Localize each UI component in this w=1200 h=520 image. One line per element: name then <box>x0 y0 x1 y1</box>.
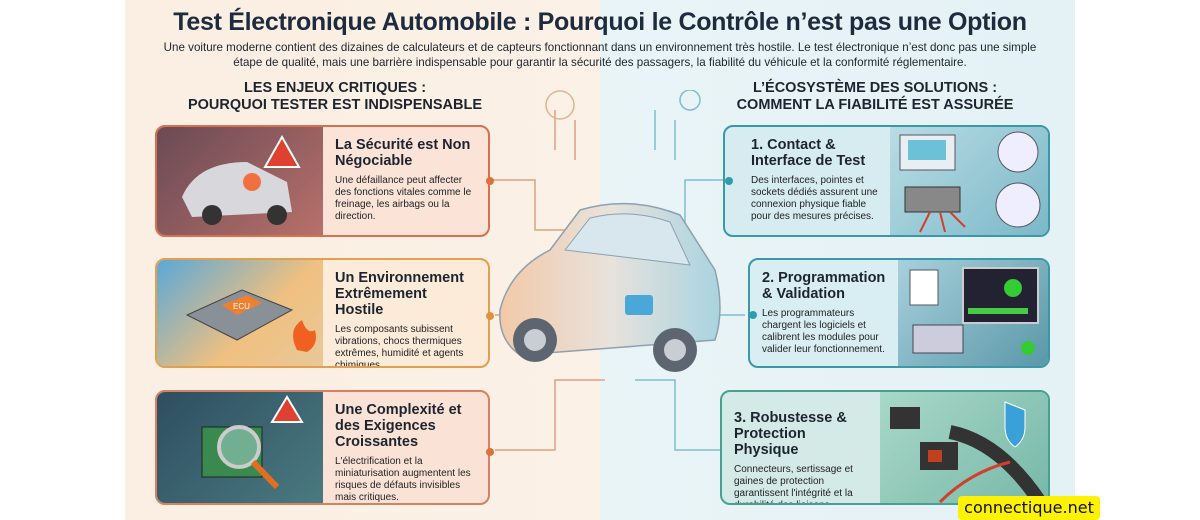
right-heading-line1: L’ÉCOSYSTÈME DES SOLUTIONS : <box>752 80 998 96</box>
card-title: 3. Robustesse & Protection Physique <box>734 410 847 458</box>
car-illustration <box>499 202 721 372</box>
car-warning-icon <box>157 127 323 235</box>
check-icon <box>679 90 701 111</box>
test-interface-icon <box>890 127 1048 235</box>
ecu-icon: ECU <box>157 260 323 366</box>
card-environment: ECU Un Environnement Extrêmement Hostile… <box>155 258 490 368</box>
connector-dot <box>486 448 494 456</box>
card-text: Les programmateurs chargent les logiciel… <box>762 308 885 355</box>
connector-dot <box>486 177 494 185</box>
connector-dot <box>725 177 733 185</box>
card-title: Une Complexité et des Exigences Croissan… <box>335 402 462 450</box>
card-title: La Sécurité est Non Négociable <box>335 137 471 169</box>
connector-dot <box>486 312 494 320</box>
left-heading-line2: POURQUOI TESTER EST INDISPENSABLE <box>187 97 483 113</box>
card-text: Des interfaces, pointes et sockets dédié… <box>751 175 878 222</box>
card-title: 1. Contact & Interface de Test <box>751 137 866 169</box>
right-section-heading: L’ÉCOSYSTÈME DES SOLUTIONS : COMMENT LA … <box>725 80 1025 114</box>
card-text: Les composants subissent vibrations, cho… <box>335 324 464 368</box>
left-section-heading: LES ENJEUX CRITIQUES : POURQUOI TESTER E… <box>185 80 485 114</box>
card-text: L'électrification et la miniaturisation … <box>335 456 471 503</box>
ecu-label: ECU <box>233 302 250 311</box>
left-heading-line1: LES ENJEUX CRITIQUES : <box>243 80 427 96</box>
connector-shield-icon <box>880 392 1048 503</box>
card-title: 2. Programmation & Validation <box>762 270 886 302</box>
infographic: Test Électronique Automobile : Pourquoi … <box>125 0 1075 520</box>
car-icon <box>545 90 575 120</box>
card-complexity: Une Complexité et des Exigences Croissan… <box>155 390 490 505</box>
card-text: Une défaillance peut affecter des foncti… <box>335 175 472 222</box>
right-heading-line2: COMMENT LA FIABILITÉ EST ASSURÉE <box>736 97 1014 113</box>
magnifier-chip-icon <box>157 392 323 503</box>
page-title: Test Électronique Automobile : Pourquoi … <box>173 8 1027 36</box>
intro-text: Une voiture moderne contient des dizaine… <box>163 41 1037 69</box>
card-title: Un Environnement Extrêmement Hostile <box>335 270 464 318</box>
card-text: Connecteurs, sertissage et gaines de pro… <box>734 464 853 503</box>
chip-icon <box>625 295 653 315</box>
programmer-monitor-icon <box>898 260 1048 366</box>
connector-dot <box>749 311 757 319</box>
watermark: connectique.net <box>958 496 1100 520</box>
